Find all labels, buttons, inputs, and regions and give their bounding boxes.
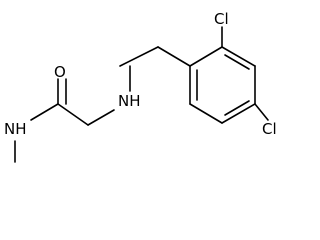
atom-amide-nh: NH [4, 120, 27, 138]
ring-bond-5 [221, 46, 256, 67]
atom-labels: O NH NH Cl Cl [4, 10, 277, 138]
ring-inner-3 [224, 54, 250, 70]
ring-inner-2 [224, 100, 250, 116]
atom-oxygen: O [54, 63, 66, 81]
atom-chlorine-para: Cl [262, 120, 277, 138]
atom-amine-nh: NH [118, 92, 141, 110]
molecule-structure: O NH NH Cl Cl [4, 10, 277, 163]
bonds [14, 26, 269, 163]
bond-cl-para [254, 103, 269, 121]
bond-ch2b-ring [157, 46, 191, 67]
bond-ch2a-ch2b [119, 46, 159, 67]
ring-bond-6 [189, 46, 223, 67]
atom-chlorine-ortho: Cl [214, 10, 229, 28]
bond-carbonyl-ch2 [57, 103, 89, 126]
ring-bond-3 [221, 103, 256, 124]
ring-bond-2 [189, 103, 223, 124]
bond-amide-n-carbonyl [30, 103, 59, 121]
bond-ch2-amine [87, 109, 115, 126]
